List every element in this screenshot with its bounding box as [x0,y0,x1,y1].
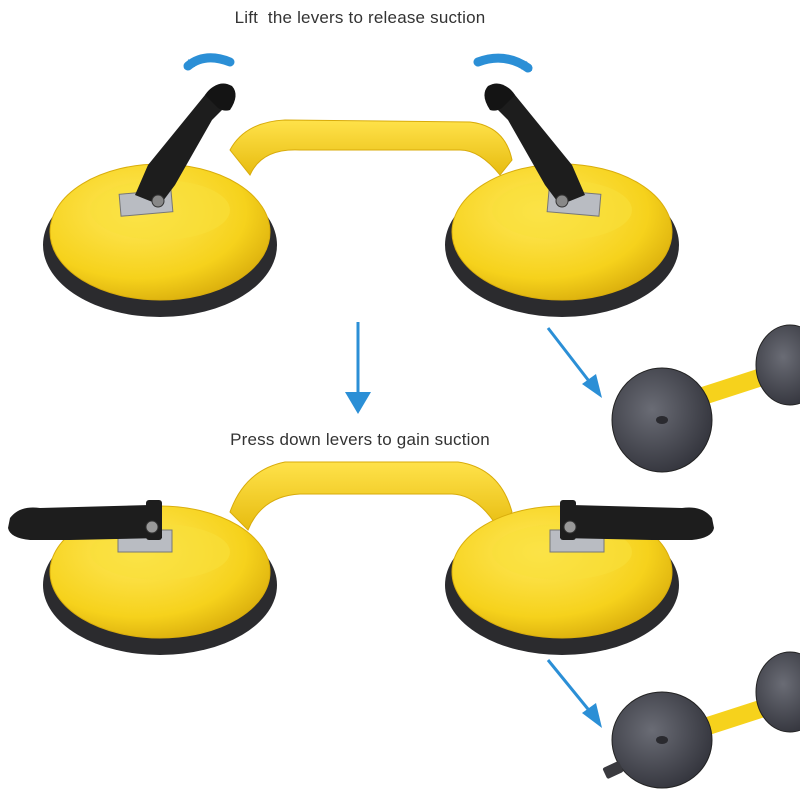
down-arrow-icon [345,322,371,414]
top-suction-tool [43,53,679,317]
bottom-suction-tool [8,461,714,655]
top-underside-thumbnail [611,324,800,473]
diagonal-arrow-icon [546,327,602,398]
bottom-left-lever [8,500,173,553]
top-handle-bar [229,119,513,176]
bottom-handle-bar [229,461,513,531]
bottom-underside-thumbnail [602,651,800,789]
diagonal-arrow-icon [546,659,602,728]
release-caption: Lift the levers to release suction [234,8,486,27]
top-right-lever [484,83,602,217]
curved-arrow-icon [473,53,533,73]
bottom-right-lever [549,500,714,553]
curved-arrow-icon [183,53,235,71]
gain-caption: Press down levers to gain suction [230,430,490,449]
top-left-lever [118,83,236,217]
